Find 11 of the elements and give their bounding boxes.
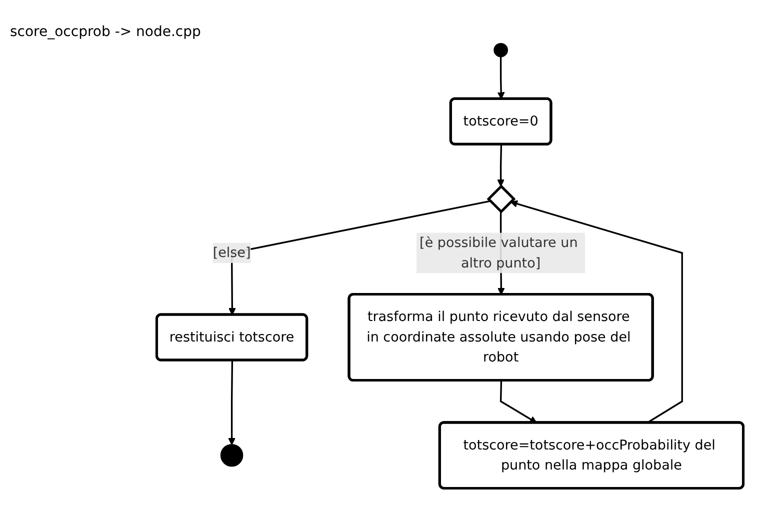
arrow bbox=[497, 56, 505, 100]
node-circle bbox=[494, 42, 508, 58]
edge-label: [è possibile valutare un altro punto] bbox=[420, 234, 578, 271]
arrow bbox=[228, 200, 490, 316]
node-diamond bbox=[486, 184, 516, 214]
note-text: score_occprob -> node.cpp bbox=[10, 24, 201, 40]
node-circle bbox=[220, 444, 244, 467]
edge-label: [else] bbox=[212, 244, 251, 261]
arrow bbox=[497, 144, 505, 187]
arrow bbox=[228, 360, 236, 446]
arrow bbox=[500, 380, 537, 424]
